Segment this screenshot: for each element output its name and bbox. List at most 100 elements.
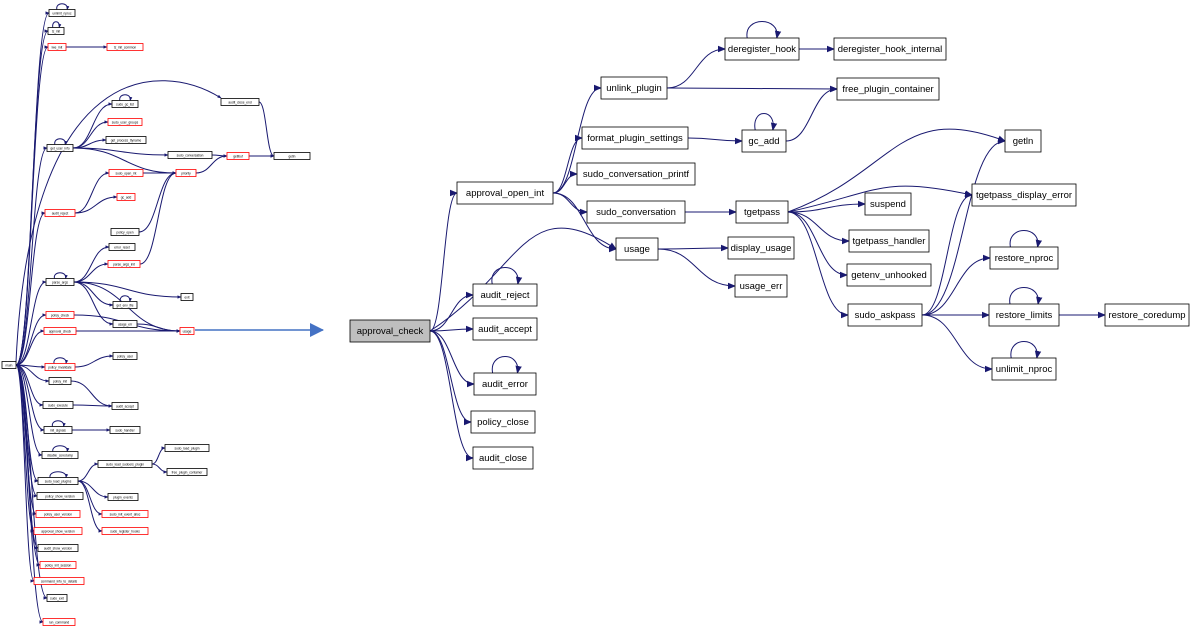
overview-policy-init-node[interactable]: policy_init — [48, 377, 72, 385]
overview-approval-check-node[interactable]: approval_check — [43, 327, 77, 335]
overview-getln-node[interactable]: getln — [273, 152, 311, 160]
overview-lwe-init-node[interactable]: lwe_init — [47, 43, 67, 51]
overview-plugin-events-node[interactable]: plugin_events — [107, 493, 139, 501]
overview-usage-err-node[interactable]: usage_err — [112, 320, 138, 328]
main-tgetpass-display-error-node[interactable]: tgetpass_display_error — [971, 183, 1077, 207]
main-sudo-askpass-node[interactable]: sudo_askpass — [847, 303, 923, 327]
overview-edge-sudo-load-sudoers-plugin-to-sudo-load-plugin — [151, 446, 166, 465]
main-sudo-conversation-node[interactable]: sudo_conversation — [586, 200, 686, 224]
overview-approval-show-version-node[interactable]: approval_show_version — [33, 527, 83, 535]
overview-sudo-handler-node[interactable]: sudo_handler — [109, 426, 141, 434]
overview-audit-accept-node[interactable]: audit_accept — [111, 402, 139, 410]
overview-sudo-load-plugins-node[interactable]: sudo_load_plugins — [37, 477, 79, 485]
overview-run-command-node[interactable]: run_command — [42, 618, 76, 626]
main-tgetpass-handler-node[interactable]: tgetpass_handler — [848, 229, 930, 253]
main-sudo-conversation-box — [586, 200, 686, 224]
overview-sudo-conversation-node[interactable]: sudo_conversation — [167, 151, 213, 159]
overview-audit-reject-node[interactable]: audit_reject — [44, 209, 76, 217]
overview-tz-init-box — [47, 27, 65, 35]
overview-policy-invalidate-node[interactable]: policy_invalidate — [44, 363, 76, 371]
overview-policy-show-version-node[interactable]: policy_show_version — [36, 492, 84, 500]
overview-policy-user-version-box — [35, 510, 81, 518]
edge-gc-add-to-free-plugin-container — [785, 85, 838, 142]
overview-tz-init-node[interactable]: tz_init — [47, 27, 65, 35]
overview-policy-init-session-node[interactable]: policy_init_session — [39, 561, 77, 569]
overview-getlbuf-node[interactable]: getlbuf — [226, 152, 250, 160]
main-audit-reject-node[interactable]: audit_reject — [472, 283, 538, 307]
main-restore-limits-node[interactable]: restore_limits — [988, 303, 1060, 327]
overview-gc-add-node[interactable]: gc_add — [116, 193, 136, 201]
overview-policy-show-version-label: policy_show_version — [45, 495, 75, 499]
main-restore-nproc-node[interactable]: restore_nproc — [989, 246, 1059, 270]
main-usage-node[interactable]: usage — [615, 237, 659, 261]
overview-command-info-to-details-node[interactable]: command_info_to_details — [33, 577, 85, 585]
main-audit-error-node[interactable]: audit_error — [473, 372, 537, 396]
overview-policy-check-node[interactable]: policy_check — [45, 311, 75, 319]
overview-audit-close-end-box — [220, 98, 260, 106]
overview-unlimit-nproc-node[interactable]: unlimit_nproc — [48, 9, 76, 17]
overview-main-node[interactable]: main — [1, 361, 17, 369]
overview-policy-user-node[interactable]: policy_user — [112, 352, 138, 360]
overview-error-reset-node[interactable]: error_reset — [108, 243, 136, 251]
overview-exit-node[interactable]: exit — [180, 293, 194, 301]
overview-parse-args-init-node[interactable]: parse_args_init — [107, 260, 141, 268]
overview-sudo-execute-node[interactable]: sudo_execute — [42, 401, 74, 409]
overview-policy-open-node[interactable]: policy_open — [110, 228, 140, 236]
main-audit-accept-node[interactable]: audit_accept — [472, 317, 538, 341]
main-getln-node[interactable]: getln — [1004, 129, 1042, 153]
overview-get-process-ttyname-node[interactable]: get_process_ttyname — [105, 136, 147, 144]
overview-get-env-file-node[interactable]: get_env_file — [112, 301, 138, 309]
main-sudo-conversation-printf-node[interactable]: sudo_conversation_printf — [576, 162, 696, 186]
overview-sudo-exit-node[interactable]: sudo_exit — [46, 594, 68, 602]
main-unlimit-nproc-node[interactable]: unlimit_nproc — [991, 357, 1057, 381]
overview-sudo-open-int-node[interactable]: sudo_open_int — [108, 169, 144, 177]
overview-audit-close-end-node[interactable]: audit_close_end — [220, 98, 260, 106]
self-loop-deregister-hook — [746, 21, 782, 39]
overview-self-loop-parse-args — [53, 272, 68, 279]
overview-disable-coredump-node[interactable]: disable_coredump — [41, 451, 79, 459]
overview-sudo-user-groups-node[interactable]: sudo_user_groups — [107, 118, 143, 126]
overview-edge-main-to-get-user-info — [15, 146, 48, 366]
main-getln-box — [1004, 129, 1042, 153]
overview-tz-init-common-node[interactable]: tz_init_common — [106, 43, 144, 51]
overview-audit-show-version-node[interactable]: audit_show_version — [37, 544, 79, 552]
overview-sudo-init-event-alloc-node[interactable]: sudo_init_event_alloc — [101, 510, 149, 518]
overview-sudo-register-hooks-node[interactable]: sudo_register_hooks — [101, 527, 149, 535]
main-deregister-hook-node[interactable]: deregister_hook — [724, 37, 800, 61]
overview-priority-node[interactable]: priority — [175, 169, 197, 177]
main-display-usage-node[interactable]: display_usage — [727, 236, 795, 260]
overview-tz-init-label: tz_init — [52, 30, 60, 34]
overview-get-process-ttyname-label: get_process_ttyname — [111, 139, 142, 143]
overview-sudo-load-plugin-node[interactable]: sudo_load_plugin — [164, 444, 210, 452]
main-approval-check-node[interactable]: approval_check — [349, 319, 431, 343]
main-suspend-node[interactable]: suspend — [864, 192, 912, 216]
overview-sudo-load-sudoers-plugin-node[interactable]: sudo_load_sudoers_plugin — [97, 460, 153, 468]
main-format-plugin-settings-node[interactable]: format_plugin_settings — [581, 126, 689, 150]
overview-sudo-user-groups-box — [107, 118, 143, 126]
overview-free-plugin-container-node[interactable]: free_plugin_container — [166, 468, 208, 476]
main-getenv-unhooked-node[interactable]: getenv_unhooked — [846, 263, 932, 287]
main-restore-coredump-node[interactable]: restore_coredump — [1104, 303, 1190, 327]
overview-command-info-to-details-box — [33, 577, 85, 585]
main-free-plugin-container-node[interactable]: free_plugin_container — [836, 77, 940, 101]
overview-run-command-label: run_command — [49, 621, 70, 625]
main-approval-open-int-node[interactable]: approval_open_int — [456, 181, 554, 205]
main-deregister-hook-internal-node[interactable]: deregister_hook_internal — [833, 37, 947, 61]
overview-self-loop-sudo-load-plugins — [49, 471, 69, 478]
overview-usage-node[interactable]: usage — [179, 327, 195, 335]
main-approval-check-box — [349, 319, 431, 343]
main-tgetpass-node[interactable]: tgetpass — [735, 200, 789, 224]
main-policy-close-node[interactable]: policy_close — [470, 410, 536, 434]
main-gc-add-node[interactable]: gc_add — [741, 129, 787, 153]
overview-policy-init-label: policy_init — [53, 380, 67, 384]
main-unlink-plugin-node[interactable]: unlink_plugin — [600, 76, 668, 100]
main-audit-close-node[interactable]: audit_close — [472, 446, 534, 470]
overview-policy-user-version-node[interactable]: policy_user_version — [35, 510, 81, 518]
overview-sudo-gc-list-node[interactable]: sudo_gc_list — [111, 100, 139, 108]
overview-nodes: main unlimit_nproc tz_init lwe_init tz_init_… — [1, 9, 311, 626]
overview-init-signals-node[interactable]: init_signals — [43, 426, 73, 434]
overview-parse-args-node[interactable]: parse_args — [45, 278, 75, 286]
main-gc-add-box — [741, 129, 787, 153]
main-usage-err-node[interactable]: usage_err — [734, 274, 788, 298]
overview-get-user-info-node[interactable]: get_user_info — [46, 144, 74, 152]
